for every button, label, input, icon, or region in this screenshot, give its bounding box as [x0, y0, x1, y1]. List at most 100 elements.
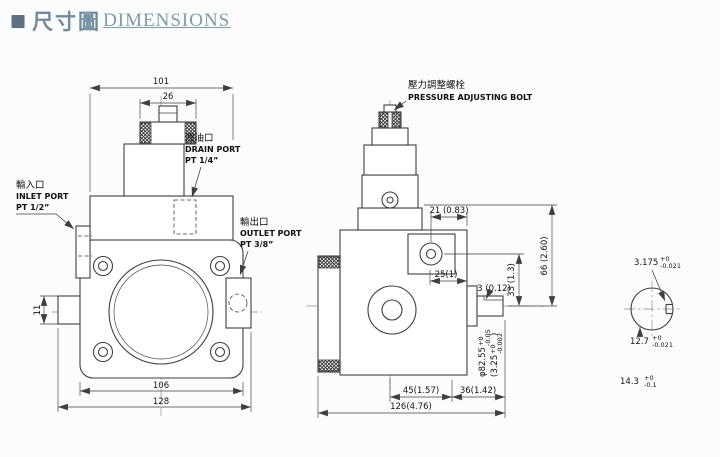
side-bolt-hatch-right [391, 112, 401, 128]
dia-inch-text: (3.25 [490, 355, 500, 377]
front-shaft-stub [57, 295, 81, 325]
dia-tol-bot: -0.05 [484, 329, 492, 346]
dia-inch-tol-bot: -0.002 [496, 333, 504, 354]
side-neck-base [357, 207, 423, 231]
front-cap-hatch-right [184, 122, 197, 144]
inlet-port-leader [16, 213, 75, 230]
dim-stub-height: 11 [33, 295, 58, 325]
dim-33-text: 33 (1.3) [507, 263, 517, 297]
inlet-port-label: 輸入口 INLET PORT PT 1/2” [16, 179, 75, 230]
side-mounting-plate [317, 255, 341, 373]
front-drain-hidden-passage [173, 199, 197, 235]
dim-106-text: 106 [153, 381, 169, 391]
dim-key-depth: 3 (0.12) [477, 284, 511, 300]
front-body-wide [89, 195, 234, 241]
key-flat-main: 12.7 [630, 337, 649, 347]
side-bearing-boss-inner [381, 299, 403, 321]
dia-main-text: φ82.55 [478, 347, 488, 377]
dim-port-to-face: 21 (0.83) [429, 206, 469, 242]
dim-101-text: 101 [153, 77, 169, 87]
detail-keyway [665, 303, 673, 315]
dim-width-cap: 26 [139, 92, 197, 119]
key-width-tol-top: +0 [660, 255, 670, 263]
dim-key-flat: 12.7 +0 -0.021 [630, 327, 673, 349]
side-shaft-hub [466, 285, 478, 327]
side-port-circle [419, 242, 443, 266]
dia-close-paren: ) [490, 333, 500, 336]
front-cap-hatch-left [139, 122, 152, 144]
dim-128-text: 128 [153, 397, 169, 407]
pressure-bolt-leader [393, 100, 407, 111]
inlet-port-en: INLET PORT [16, 192, 69, 201]
outlet-port-cjk: 輸出口 [240, 216, 269, 228]
side-neck-hole-inner [386, 196, 394, 204]
shaft-detail: 3.175 +0 -0.021 12.7 +0 -0.021 14.3 +0 -… [620, 255, 682, 389]
dim-126: 126(4.76) [317, 376, 505, 418]
side-plate-hatch-top [318, 256, 340, 269]
front-mounting-flange [79, 239, 244, 379]
pressure-bolt-label: 壓力調整螺栓 PRESSURE ADJUSTING BOLT [393, 79, 533, 111]
drain-port-size: PT 1/4” [185, 156, 218, 165]
dim-45-text: 45(1.57) [403, 386, 439, 396]
key-width-main: 3.175 [634, 258, 658, 268]
dim-width-overall: 128 [57, 328, 252, 412]
front-pilot-circle-inner [113, 264, 209, 360]
dim-66-text: 66 (2.60) [540, 236, 550, 275]
outlet-port-en: OUTLET PORT [240, 229, 302, 238]
side-bolt-hatch-left [379, 112, 389, 128]
side-plate-hatch-bottom [318, 359, 340, 372]
front-body-mid [123, 143, 185, 197]
page-title-cjk: 尺寸圖 [32, 10, 102, 34]
side-bolt-tip [383, 104, 397, 113]
front-inlet-boss [75, 225, 91, 279]
shaft-dia-tol-top: +0 [644, 374, 654, 382]
dim-spigot-diameter: φ82.55 +0 -0.05 (3.25 +0 -0.002 ) [477, 329, 504, 377]
shaft-dia-tol-bot: -0.1 [644, 381, 657, 389]
dim-33: 33 (1.3) [444, 253, 524, 306]
key-flat-tol-bot: -0.021 [652, 341, 673, 349]
front-top-knob [158, 105, 178, 123]
side-neck-hole [381, 191, 399, 209]
key-width-tol-bot: -0.021 [660, 262, 681, 270]
dim-36-text: 36(1.42) [460, 386, 496, 396]
dim-45: 45(1.57) [389, 378, 452, 402]
inlet-port-size: PT 1/2” [16, 203, 49, 212]
side-view: 壓力調整螺栓 PRESSURE ADJUSTING BOLT 21 (0.83)… [306, 79, 557, 418]
front-bolt-holes [92, 255, 231, 363]
inlet-port-cjk: 輸入口 [16, 179, 45, 191]
dim-3-text: 3 (0.12) [477, 284, 511, 294]
dim-width-bolt: 106 [79, 381, 244, 396]
front-pilot-circle [108, 259, 214, 365]
drain-port-cjk: 洩油口 [185, 132, 214, 144]
side-port-circle-inner [425, 248, 437, 260]
outlet-port-leader [239, 250, 249, 276]
dim-21-text: 21 (0.83) [429, 206, 468, 216]
dim-25: 25(1) [429, 270, 467, 285]
key-flat-tol-top: +0 [652, 334, 662, 342]
dim-shaft-diameter: 14.3 +0 -0.1 [620, 374, 657, 389]
dim-126-text: 126(4.76) [390, 402, 432, 412]
side-bearing-boss [367, 285, 417, 335]
dim-height-66: 66 (2.60) [424, 204, 557, 307]
shaft-dia-main: 14.3 [620, 377, 639, 387]
front-view: 101 26 11 106 128 [16, 77, 302, 416]
dim-26-text: 26 [163, 92, 174, 102]
dim-key-width: 3.175 +0 -0.021 [634, 255, 681, 302]
outlet-port-label: 輸出口 OUTLET PORT PT 3/8” [239, 216, 302, 276]
dim-25-text: 25(1) [435, 270, 458, 280]
drain-port-label: 洩油口 DRAIN PORT PT 1/4” [185, 132, 241, 198]
side-locknut [371, 127, 409, 146]
header-bullet-icon: ■ [10, 10, 27, 31]
side-shaft [476, 295, 504, 317]
side-main-body [339, 229, 468, 376]
dia-tol-top: +0 [477, 336, 485, 346]
dim-36: 36(1.42) [451, 320, 506, 418]
side-neck-upper [363, 144, 417, 176]
drain-port-en: DRAIN PORT [185, 145, 241, 154]
drain-port-leader [191, 166, 202, 198]
outlet-port-size: PT 3/8” [240, 240, 273, 249]
dim-11-text: 11 [33, 305, 43, 316]
dia-inch-tol-top: +0 [489, 344, 497, 354]
